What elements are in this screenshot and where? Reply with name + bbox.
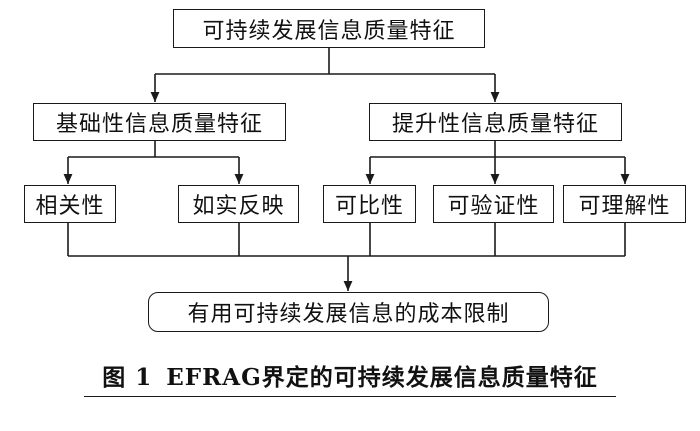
faithful-representation-label: 如实反映 [192,194,285,219]
basic-characteristics-node: 基础性信息质量特征 [33,103,286,141]
figure-caption: 图 1 EFRAG界定的可持续发展信息质量特征 [0,358,700,392]
caption-underline [84,396,616,397]
figure-title: EFRAG界定的可持续发展信息质量特征 [166,364,598,391]
cost-constraint-node: 有用可持续发展信息的成本限制 [148,292,549,332]
figure-number: 图 1 [102,364,153,391]
comparability-node: 可比性 [323,185,416,223]
verifiability-label: 可验证性 [447,194,540,219]
enhancing-characteristics-node: 提升性信息质量特征 [369,103,622,141]
verifiability-node: 可验证性 [433,185,554,223]
root-label: 可持续发展信息质量特征 [202,18,456,44]
relevance-label: 相关性 [35,194,105,219]
cost-constraint-label: 有用可持续发展信息的成本限制 [187,302,510,327]
root-node: 可持续发展信息质量特征 [173,9,485,48]
understandability-node: 可理解性 [563,185,686,223]
basic-characteristics-label: 基础性信息质量特征 [55,112,263,137]
enhancing-characteristics-label: 提升性信息质量特征 [391,112,599,137]
relevance-node: 相关性 [24,185,116,223]
faithful-representation-node: 如实反映 [178,185,299,223]
understandability-label: 可理解性 [578,194,671,219]
comparability-label: 可比性 [334,194,404,219]
